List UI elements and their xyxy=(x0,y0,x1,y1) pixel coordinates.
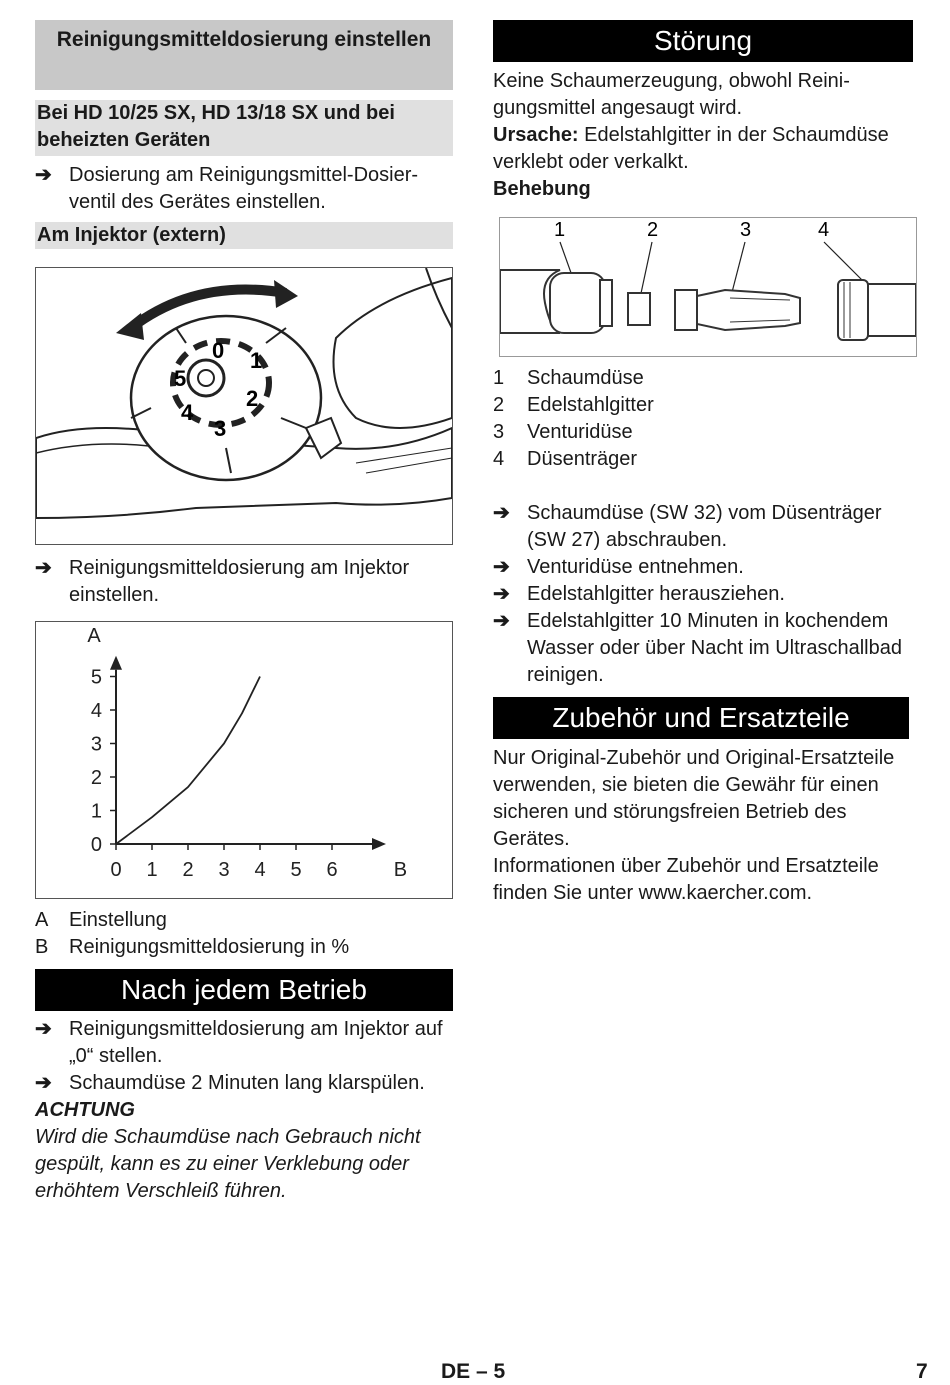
y-axis-arrowhead xyxy=(110,655,122,670)
section-heading-accessories: Zubehör und Ersatzteile xyxy=(493,697,909,739)
arrow-icon: ➔ xyxy=(35,1072,52,1094)
dial-number-2: 2 xyxy=(246,386,258,411)
instruction-text: Schaumdüse 2 Minuten lang klarspü­len. xyxy=(69,1072,425,1094)
legend-text: Düsenträger xyxy=(527,448,638,470)
injector-dial-figure: 0 1 2 3 4 5 xyxy=(35,267,453,545)
section-heading-after-use: Nach jedem Betrieb xyxy=(35,969,453,1011)
legend-row: B Reinigungsmitteldosierung in % xyxy=(35,934,453,961)
y-tick-label: 3 xyxy=(91,734,102,756)
instruction-item: ➔ Dosierung am Reinigungsmittel-Dosier­v… xyxy=(35,162,453,216)
x-axis-arrowhead xyxy=(372,838,386,850)
x-axis-label: B xyxy=(394,859,407,881)
y-tick-label: 4 xyxy=(91,700,102,722)
y-axis-label: A xyxy=(87,625,101,647)
cause-text: Edelstahlgitter in der Schaumdü­se verkl… xyxy=(493,124,889,173)
instruction-item: ➔ Reinigungsmitteldosierung am Injektor … xyxy=(35,1016,453,1070)
footer-section-label: DE – 5 xyxy=(441,1360,506,1383)
chart-legend: A Einstellung B Reinigungsmitteldosierun… xyxy=(35,907,453,961)
legend-row: A Einstellung xyxy=(35,907,453,934)
x-tick-label: 4 xyxy=(254,859,265,881)
instruction-text: Schaumdüse (SW 32) vom Düsenträ­ger (SW … xyxy=(527,502,882,551)
fix-label: Behebung xyxy=(493,178,591,200)
legend-row: 1 Schaumdüse xyxy=(493,365,913,392)
dial-number-3: 3 xyxy=(214,416,226,441)
instruction-text: Dosierung am Reinigungsmittel-Dosier­ven… xyxy=(69,164,419,213)
part-number-4: 4 xyxy=(818,219,829,241)
arrow-icon: ➔ xyxy=(493,610,510,632)
dial-number-0: 0 xyxy=(212,338,224,363)
legend-row: 3 Venturidüse xyxy=(493,419,913,446)
instruction-text: Reinigungsmitteldosierung am Injektor au… xyxy=(69,1018,443,1067)
instruction-text: Edelstahlgitter 10 Minuten in kochen­dem… xyxy=(527,610,902,686)
y-tick-label: 0 xyxy=(91,834,102,856)
nozzle-parts-figure: 1 2 3 4 xyxy=(499,217,917,357)
legend-key: B xyxy=(35,936,49,958)
x-tick-label: 1 xyxy=(146,859,157,881)
nozzle-parts-illustration: 1 2 3 4 xyxy=(499,219,917,341)
y-tick-label: 1 xyxy=(91,801,102,823)
fix-steps: ➔ Schaumdüse (SW 32) vom Düsenträ­ger (S… xyxy=(493,500,913,689)
instruction-item: ➔ Edelstahlgitter 10 Minuten in kochen­d… xyxy=(493,608,913,689)
cause-label: Ursache: xyxy=(493,124,579,146)
legend-key: 4 xyxy=(493,448,505,470)
y-tick-label: 5 xyxy=(91,667,102,689)
right-column: Störung Keine Schaumerzeugung, obwohl Re… xyxy=(493,20,917,907)
instruction-item: ➔ Schaumdüse (SW 32) vom Düsenträ­ger (S… xyxy=(493,500,913,554)
instruction-item: ➔ Venturidüse entnehmen. xyxy=(493,554,913,581)
legend-key: 2 xyxy=(493,394,505,416)
warning-title: ACHTUNG xyxy=(35,1099,135,1121)
section-heading-fault: Störung xyxy=(493,20,913,62)
injector-dial-illustration: 0 1 2 3 4 5 xyxy=(35,267,453,520)
left-column: Reinigungsmitteldosierung einstellen Bei… xyxy=(35,20,453,1205)
x-tick-label: 0 xyxy=(110,859,121,881)
fault-cause: Ursache: Edelstahlgitter in der Schaumdü… xyxy=(493,122,913,176)
warning-text: Wird die Schaumdüse nach Gebrauch nicht … xyxy=(35,1126,421,1202)
instruction-item: ➔ Reinigungsmitteldosierung am Injektor … xyxy=(35,555,453,609)
part-number-1: 1 xyxy=(554,219,565,241)
arrow-icon: ➔ xyxy=(493,502,510,524)
legend-text: Reinigungsmitteldosierung in % xyxy=(69,936,350,958)
legend-key: 3 xyxy=(493,421,505,443)
legend-key: 1 xyxy=(493,367,505,389)
dial-number-1: 1 xyxy=(250,348,262,373)
dial-number-4: 4 xyxy=(181,400,194,425)
arrow-icon: ➔ xyxy=(35,1018,52,1040)
parts-legend: 1 Schaumdüse 2 Edelstahlgitter 3 Venturi… xyxy=(493,365,913,473)
subheading-injector: Am Injektor (extern) xyxy=(35,222,453,249)
accessories-info: Informationen über Zubehör und Ersatztei… xyxy=(493,855,879,904)
legend-row: 2 Edelstahlgitter xyxy=(493,392,913,419)
subheading-hd-models: Bei HD 10/25 SX, HD 13/18 SX und bei beh… xyxy=(35,100,453,156)
x-tick-label: 5 xyxy=(290,859,301,881)
legend-text: Venturidüse xyxy=(527,421,633,443)
instruction-item: ➔ Schaumdüse 2 Minuten lang klarspü­len. xyxy=(35,1070,453,1097)
series-line xyxy=(115,676,261,845)
arrow-icon: ➔ xyxy=(493,556,510,578)
legend-text: Schaumdüse xyxy=(527,367,644,389)
section-heading-dosing: Reinigungsmitteldosierung einstellen xyxy=(35,20,453,90)
legend-key: A xyxy=(35,909,49,931)
y-tick-label: 2 xyxy=(91,767,102,789)
dial-number-5: 5 xyxy=(174,366,186,391)
part-number-3: 3 xyxy=(740,219,751,241)
fault-description: Keine Schaumerzeugung, obwohl Reini­gung… xyxy=(493,70,850,119)
legend-text: Edelstahlgitter xyxy=(527,394,654,416)
arrow-icon: ➔ xyxy=(493,583,510,605)
arrow-icon: ➔ xyxy=(35,164,52,186)
x-tick-label: 6 xyxy=(326,859,337,881)
x-tick-label: 3 xyxy=(218,859,229,881)
part-number-2: 2 xyxy=(647,219,658,241)
arrow-icon: ➔ xyxy=(35,557,52,579)
instruction-text: Reinigungsmitteldosierung am Injektor ei… xyxy=(69,557,410,606)
accessories-text: Nur Original-Zubehör und Original-Ersatz… xyxy=(493,747,895,850)
instruction-text: Edelstahlgitter herausziehen. xyxy=(527,583,785,605)
instruction-text: Venturidüse entnehmen. xyxy=(527,556,744,578)
x-tick-label: 2 xyxy=(182,859,193,881)
instruction-item: ➔ Edelstahlgitter herausziehen. xyxy=(493,581,913,608)
page-number: 7 xyxy=(916,1360,928,1383)
legend-row: 4 Düsenträger xyxy=(493,446,913,473)
legend-text: Einstellung xyxy=(69,909,167,931)
